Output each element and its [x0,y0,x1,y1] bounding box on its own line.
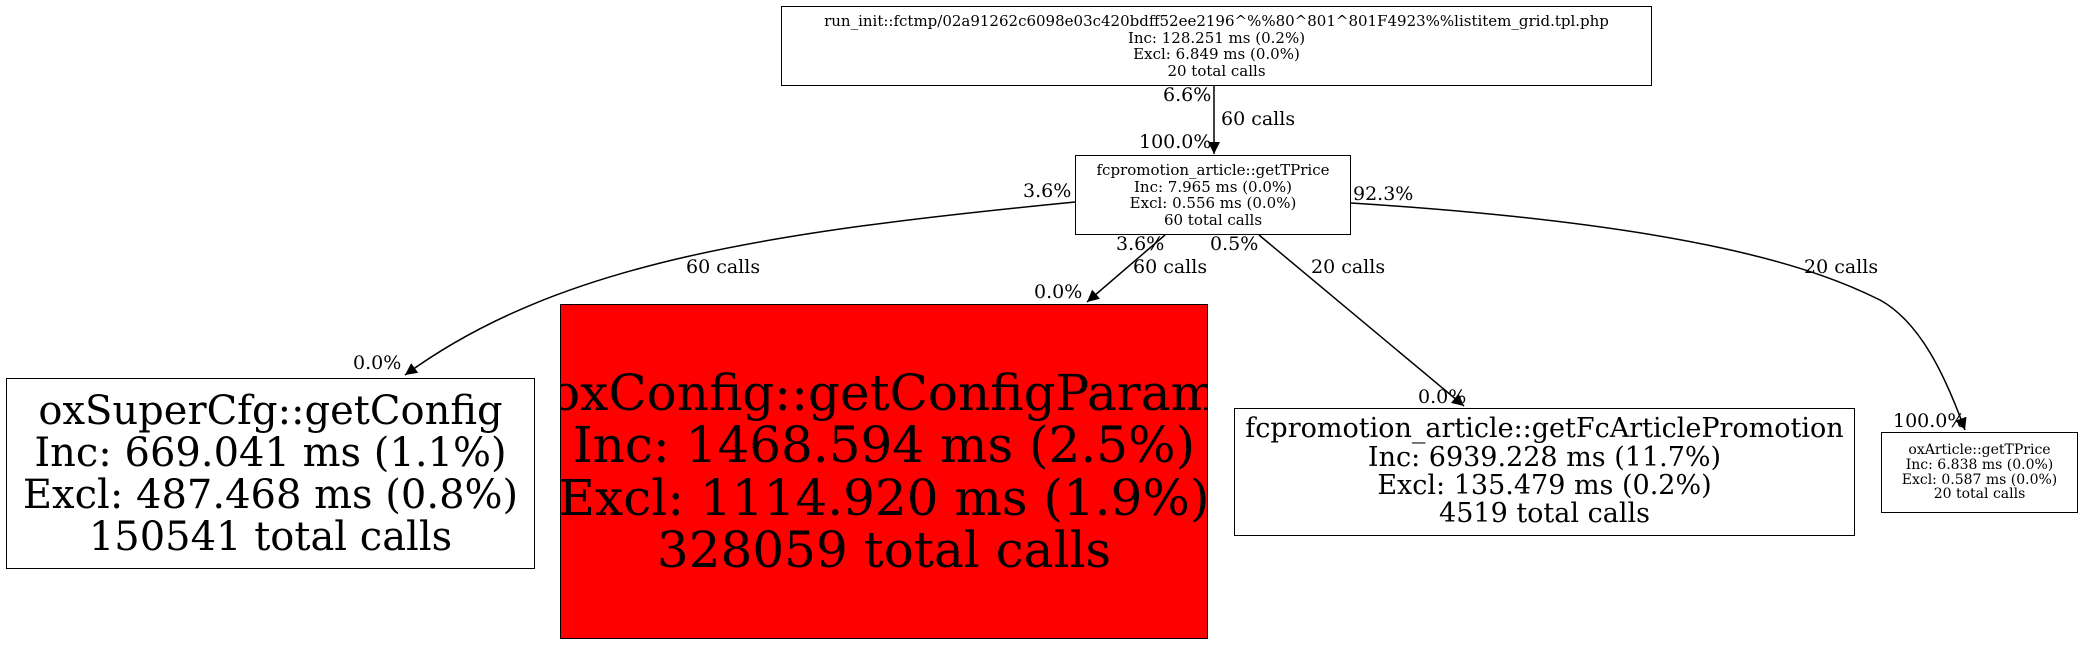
edge-gettprice-to-getconfig [404,201,1076,376]
node-inc: Inc: 6.838 ms (0.0%) [1905,456,2054,473]
node-inc: Inc: 1468.594 ms (2.5%) [572,416,1196,474]
node-name: oxSuperCfg::getConfig [38,387,503,434]
edge-oxgettprice-tail-pct: 92.3% [1353,183,1414,205]
node-fcpromotion-gettprice[interactable]: fcpromotion_article::getTPrice Inc: 7.96… [1075,155,1351,235]
edge-root-tail-pct: 6.6% [1163,84,1212,106]
edge-getfcarticlepromotion-tail-pct: 0.5% [1210,233,1259,255]
node-calls: 60 total calls [1163,210,1263,229]
edge-getconfigparam-tail-pct: 3.6% [1116,233,1165,255]
node-name: oxConfig::getConfigParam [560,363,1208,422]
edge-getconfig-head-pct: 0.0% [353,352,402,374]
node-excl: Excl: 1114.920 ms (1.9%) [560,468,1208,527]
edge-gettprice-to-getconfigparam [1086,234,1166,303]
node-oxsupercfg-getconfig[interactable]: oxSuperCfg::getConfig Inc: 669.041 ms (1… [6,378,535,569]
node-excl: Excl: 0.556 ms (0.0%) [1129,194,1297,212]
node-name: oxArticle::getTPrice [1908,442,2051,459]
edge-getconfig-calls: 60 calls [686,256,761,278]
edge-getconfig-tail-pct: 3.6% [1023,180,1072,202]
node-calls: 328059 total calls [656,521,1112,579]
edge-getconfigparam-head-pct: 0.0% [1034,281,1083,303]
node-oxarticle-gettprice[interactable]: oxArticle::getTPrice Inc: 6.838 ms (0.0%… [1881,432,2078,513]
edge-getfcarticlepromotion-calls: 20 calls [1311,256,1386,278]
edge-oxgettprice-calls: 20 calls [1804,256,1879,278]
node-calls: 150541 total calls [88,513,453,560]
node-name: fcpromotion_article::getTPrice [1096,161,1330,179]
node-run-init[interactable]: run_init::fctmp/02a91262c6098e03c420bdff… [781,6,1652,86]
edge-oxgettprice-head-pct: 100.0% [1893,410,1966,432]
node-name: fcpromotion_article::getFcArticlePromoti… [1245,413,1844,445]
node-inc: Inc: 6939.228 ms (11.7%) [1367,441,1722,473]
edge-root-calls: 60 calls [1221,108,1296,130]
node-inc: Inc: 128.251 ms (0.2%) [1127,28,1306,47]
edge-getfcarticlepromotion-head-pct: 0.0% [1418,386,1467,408]
edge-getconfigparam-calls: 60 calls [1133,256,1208,278]
node-calls: 20 total calls [1933,486,2026,503]
node-inc: Inc: 7.965 ms (0.0%) [1133,177,1293,196]
edge-root-head-pct: 100.0% [1139,131,1212,153]
edge-gettprice-to-getfcarticlepromotion [1258,234,1465,407]
node-excl: Excl: 0.587 ms (0.0%) [1901,471,2058,488]
edge-gettprice-to-oxgettprice [1350,202,1967,431]
node-calls: 4519 total calls [1439,498,1650,530]
node-fcpromotion-getfcarticlepromotion[interactable]: fcpromotion_article::getFcArticlePromoti… [1234,408,1855,536]
node-oxconfig-getconfigparam[interactable]: oxConfig::getConfigParam Inc: 1468.594 m… [560,304,1208,639]
node-excl: Excl: 135.479 ms (0.2%) [1377,470,1712,501]
node-excl: Excl: 487.468 ms (0.8%) [22,471,519,518]
node-calls: 20 total calls [1167,61,1266,80]
node-name: run_init::fctmp/02a91262c6098e03c420bdff… [824,12,1609,30]
node-inc: Inc: 669.041 ms (1.1%) [34,429,507,476]
node-excl: Excl: 6.849 ms (0.0%) [1133,45,1300,63]
